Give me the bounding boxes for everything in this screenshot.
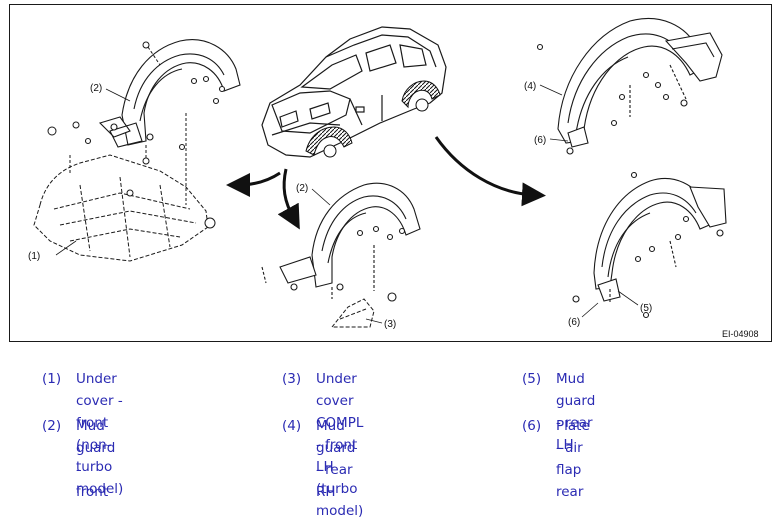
- callout-4: (4): [524, 81, 536, 92]
- rear-wheel: [415, 98, 429, 112]
- legend-number: (4): [282, 418, 302, 434]
- rear-wheel-arch-highlight: [401, 80, 441, 109]
- callout-3: (3): [384, 319, 396, 330]
- legend-number: (3): [282, 371, 302, 387]
- front-wheel: [323, 144, 337, 158]
- diagram-canvas: (1) (2) (2) (3) (4) (5) (6) (6) EI-04908: [28, 17, 759, 339]
- legend-text: Mud guard - front: [76, 418, 116, 500]
- callout-5: (5): [640, 303, 652, 314]
- legend-text: Mud guard - rear RH: [316, 418, 356, 500]
- callout-6-lower: (6): [568, 317, 580, 328]
- leader-lines: [55, 84, 639, 324]
- front-under-cover-left: [33, 154, 209, 262]
- figure-reference-code: EI-04908: [722, 329, 759, 339]
- parts-legend: (1) Under cover - front (non- turbo mode…: [0, 362, 779, 519]
- arrow-to-front-left-assembly: [226, 171, 281, 197]
- front-under-cover-right-turbo: [330, 298, 375, 328]
- rear-mud-guard-right: [536, 17, 723, 155]
- arrow-to-front-right-assembly: [277, 168, 300, 230]
- callout-6-upper: (6): [534, 135, 546, 146]
- rear-mud-guard-left: [572, 171, 727, 319]
- arrow-to-rear-assembly: [434, 136, 546, 207]
- legend-text: Plate - air flap rear: [556, 418, 590, 500]
- legend-number: (5): [522, 371, 542, 387]
- legend-number: (2): [42, 418, 62, 434]
- callout-2-right: (2): [296, 183, 308, 194]
- callout-2-left: (2): [90, 83, 102, 94]
- front-mud-guard-left: [84, 39, 241, 151]
- legend-line: Under cover - front (non-: [76, 371, 123, 453]
- car-illustration: [261, 26, 447, 158]
- parts-diagram: (1) (2) (2) (3) (4) (5) (6) (6) EI-04908: [9, 4, 772, 342]
- front-wheel-arch-highlight: [305, 126, 353, 156]
- front-left-fasteners: [47, 41, 216, 229]
- front-mud-guard-right: [261, 182, 421, 302]
- legend-number: (1): [42, 371, 62, 387]
- callout-1: (1): [28, 251, 40, 262]
- legend-number: (6): [522, 418, 542, 434]
